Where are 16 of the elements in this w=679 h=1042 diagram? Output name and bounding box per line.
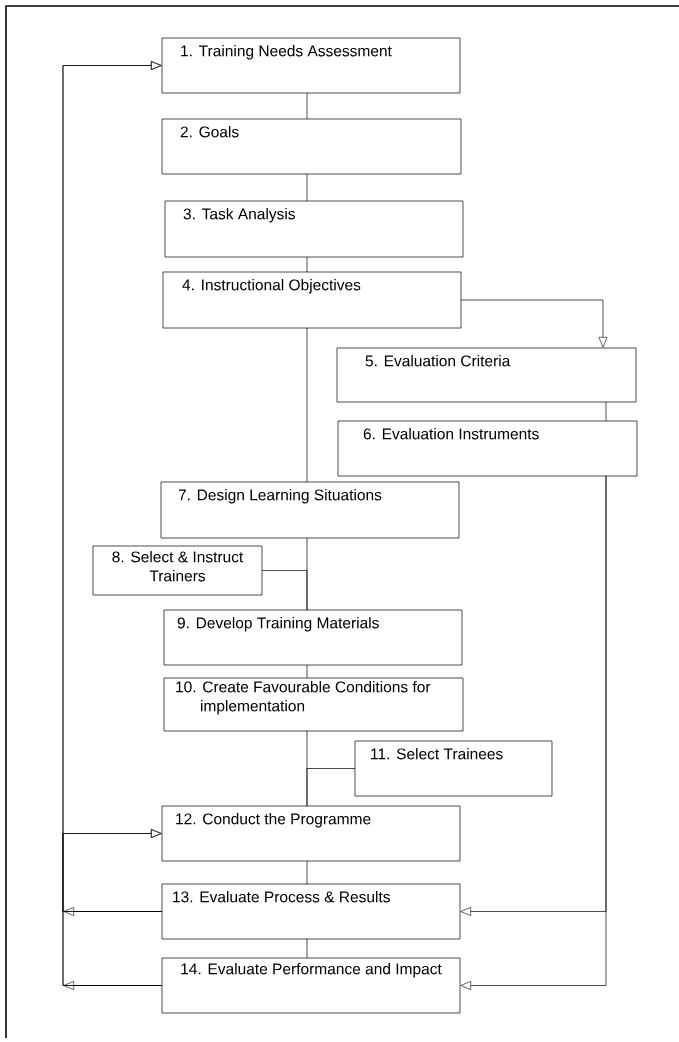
process-box: 5. Evaluation Criteria xyxy=(336,347,637,403)
arrow xyxy=(62,829,163,986)
process-box: 3. Task Analysis xyxy=(164,200,464,258)
process-box: 1. Training Needs Assessment xyxy=(161,37,461,94)
process-box: 8. Select & Instruct Trainers xyxy=(92,545,263,596)
process-box: 11. Select Trainees xyxy=(354,740,553,797)
process-box: 10. Create Favourable Conditions for implementation xyxy=(163,677,464,732)
process-box: 13. Evaluate Process & Results xyxy=(161,883,461,940)
process-box: 7. Design Learning Situations xyxy=(160,481,460,539)
process-box: 2. Goals xyxy=(161,118,462,175)
process-box: 12. Conduct the Programme xyxy=(161,805,461,862)
process-box: 6. Evaluation Instruments xyxy=(337,420,638,477)
process-box: 14. Evaluate Performance and Impact xyxy=(161,957,461,1014)
arrow xyxy=(460,299,608,348)
process-box: 4. Instructional Objectives xyxy=(162,271,462,329)
process-box: 9. Develop Training Materials xyxy=(163,609,463,666)
